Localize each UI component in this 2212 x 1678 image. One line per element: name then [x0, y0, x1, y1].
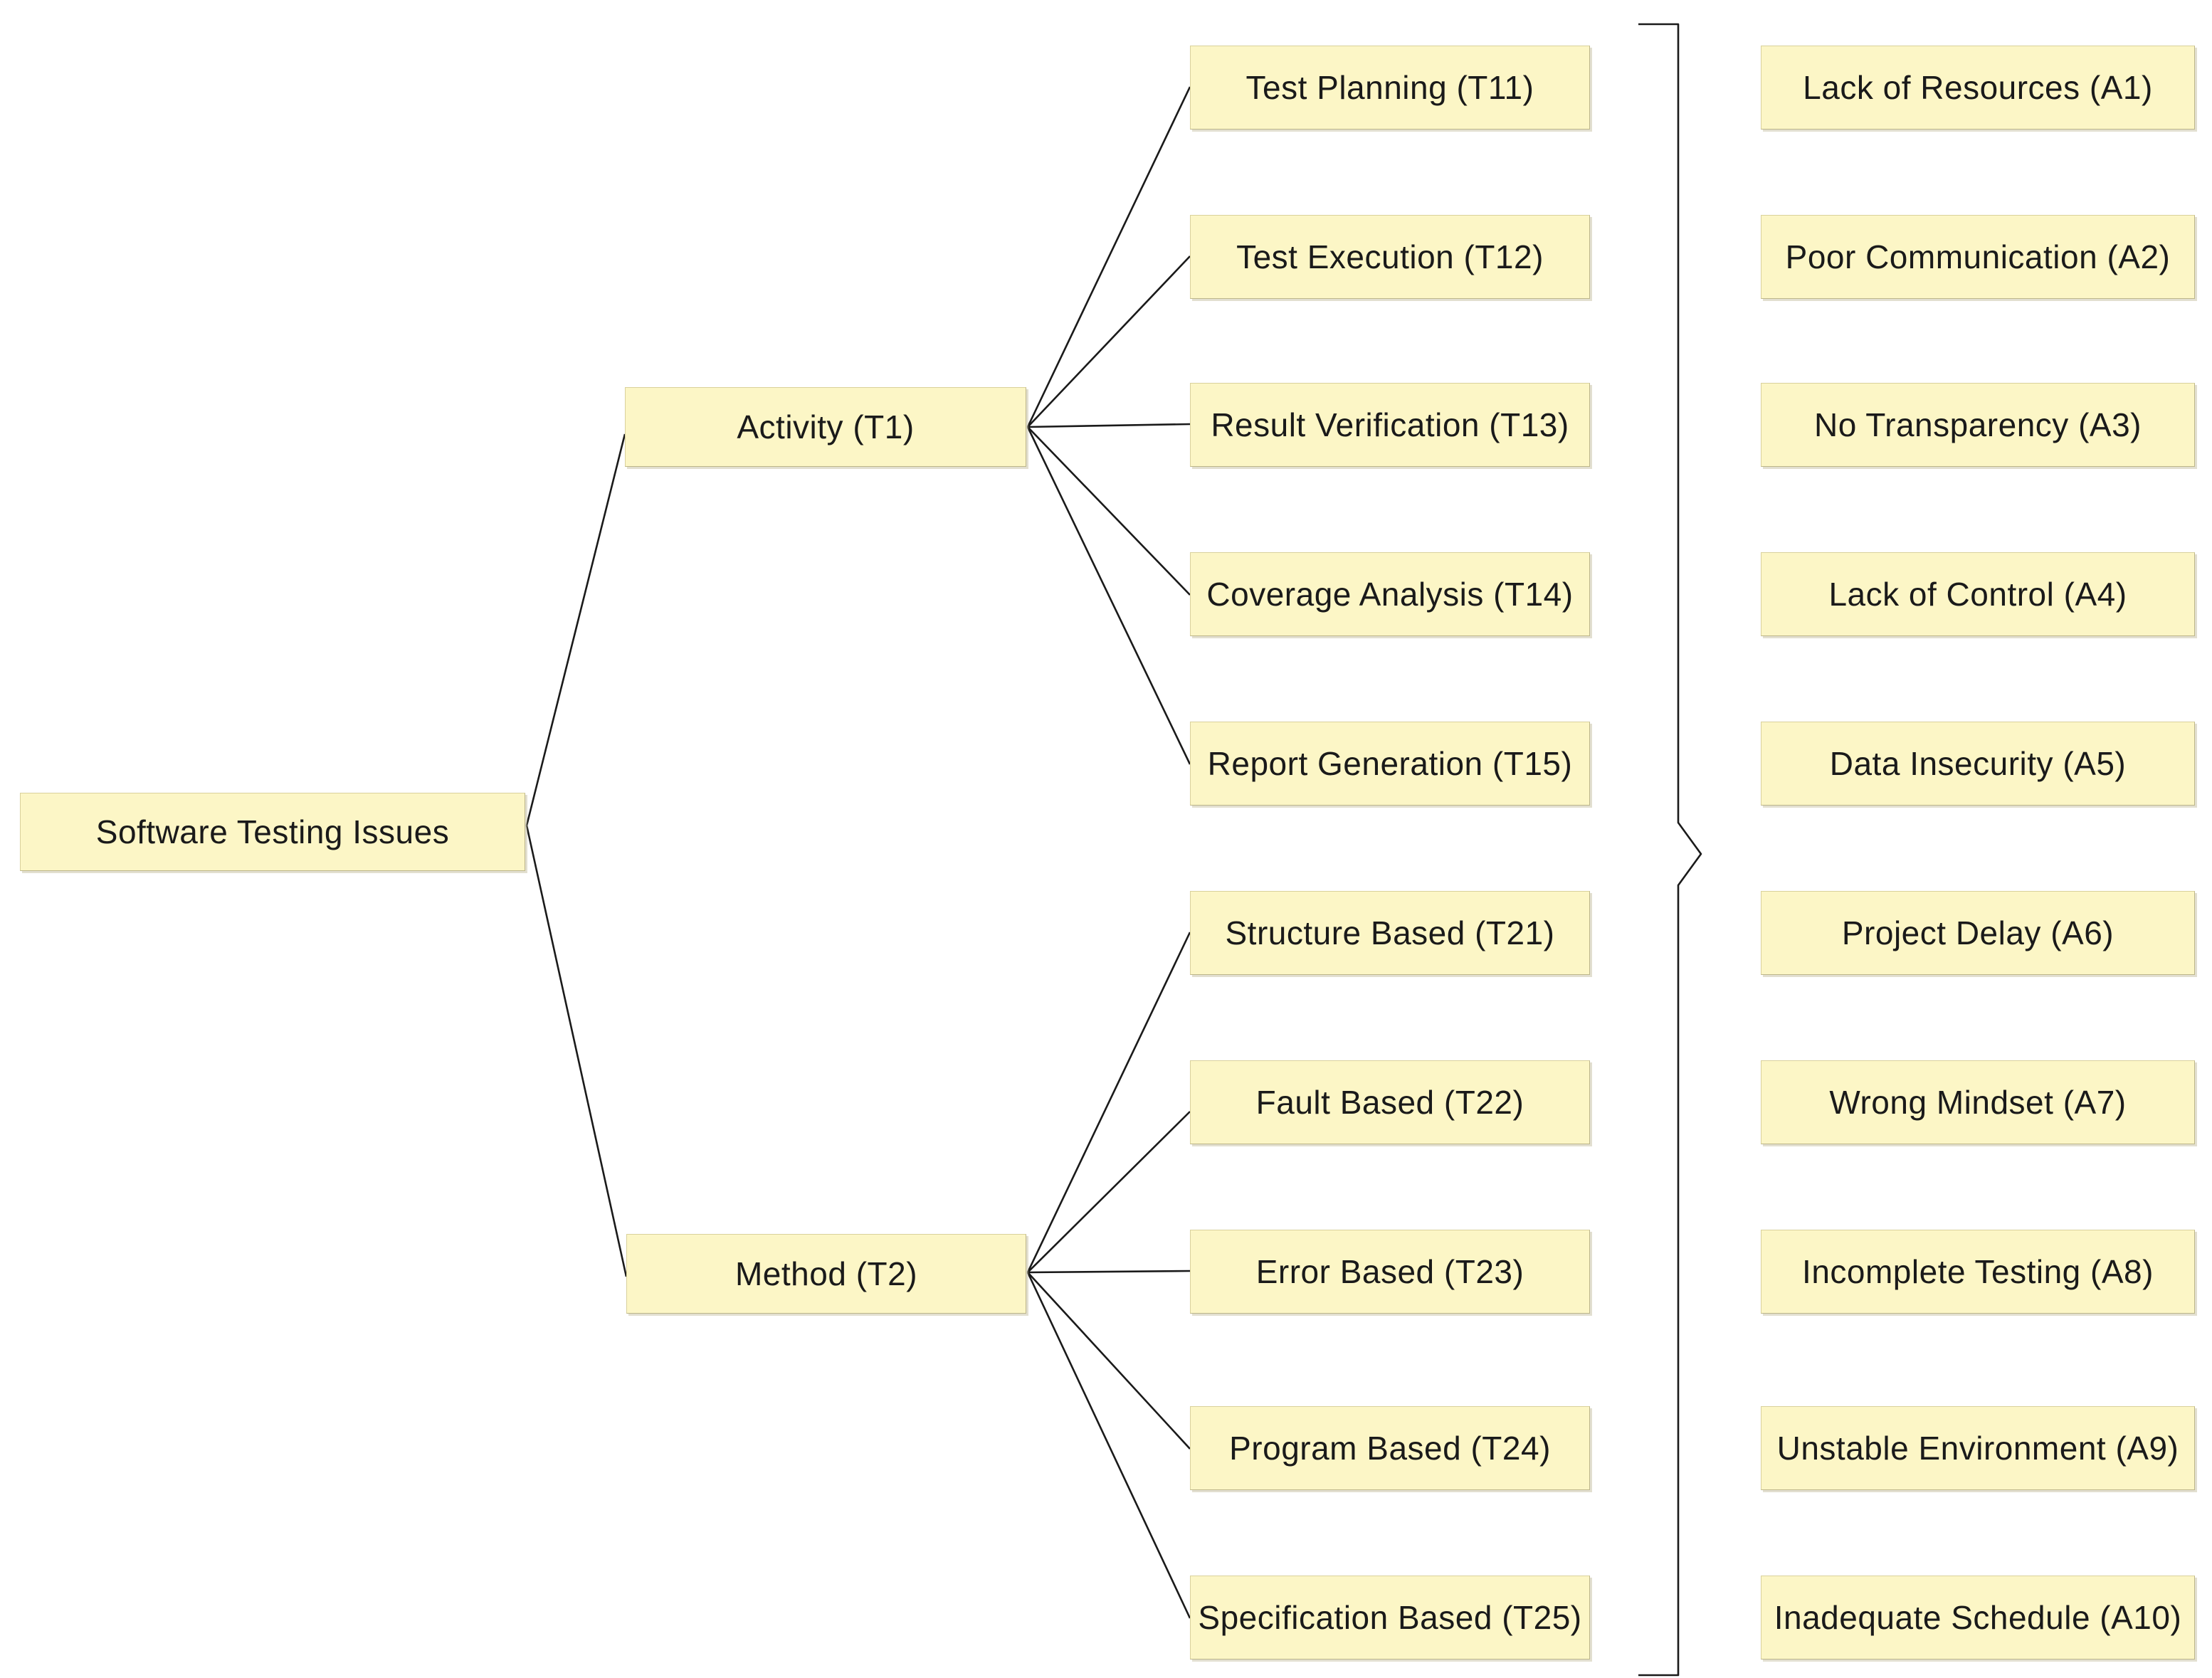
connector-activity-child-4	[1027, 426, 1191, 596]
connector-root-activity	[525, 433, 626, 826]
effect-node-data-insecurity: Data Insecurity (A5)	[1761, 722, 2195, 806]
root-node: Software Testing Issues	[20, 793, 525, 871]
effect-node-no-transparency: No Transparency (A3)	[1761, 383, 2195, 467]
sub-node-report-generation: Report Generation (T15)	[1190, 722, 1590, 806]
effect-node-lack-of-control: Lack of Control (A4)	[1761, 552, 2195, 636]
connector-activity-child-3	[1027, 423, 1191, 428]
connector-activity-child-5	[1026, 426, 1191, 765]
connector-method-child-2	[1027, 1111, 1191, 1273]
effect-node-poor-communication: Poor Communication (A2)	[1761, 215, 2195, 299]
sub-node-fault-based: Fault Based (T22)	[1190, 1060, 1590, 1144]
sub-node-result-verification: Result Verification (T13)	[1190, 383, 1590, 467]
connector-activity-child-2	[1027, 255, 1191, 428]
sub-node-specification-based: Specification Based (T25)	[1190, 1576, 1590, 1659]
connector-method-child-1	[1026, 932, 1191, 1273]
effect-node-inadequate-schedule: Inadequate Schedule (A10)	[1761, 1576, 2195, 1659]
connector-method-child-5	[1026, 1272, 1191, 1619]
category-node-method: Method (T2)	[626, 1234, 1026, 1314]
sub-node-structure-based: Structure Based (T21)	[1190, 891, 1590, 975]
sub-node-test-execution: Test Execution (T12)	[1190, 215, 1590, 299]
sub-node-program-based: Program Based (T24)	[1190, 1406, 1590, 1490]
connector-method-child-4	[1027, 1272, 1191, 1450]
effect-node-lack-of-resources: Lack of Resources (A1)	[1761, 46, 2195, 130]
sub-node-test-planning: Test Planning (T11)	[1190, 46, 1590, 130]
effect-node-project-delay: Project Delay (A6)	[1761, 891, 2195, 975]
connector-method-child-3	[1027, 1270, 1191, 1274]
curly-brace	[1638, 23, 1702, 1677]
effect-node-wrong-mindset: Wrong Mindset (A7)	[1761, 1060, 2195, 1144]
connector-activity-child-1	[1026, 86, 1191, 428]
effect-node-unstable-environment: Unstable Environment (A9)	[1761, 1406, 2195, 1490]
effect-node-incomplete-testing: Incomplete Testing (A8)	[1761, 1230, 2195, 1314]
category-node-activity: Activity (T1)	[625, 387, 1026, 467]
sub-node-error-based: Error Based (T23)	[1190, 1230, 1590, 1314]
sub-node-coverage-analysis: Coverage Analysis (T14)	[1190, 552, 1590, 636]
connector-root-method	[525, 825, 628, 1277]
